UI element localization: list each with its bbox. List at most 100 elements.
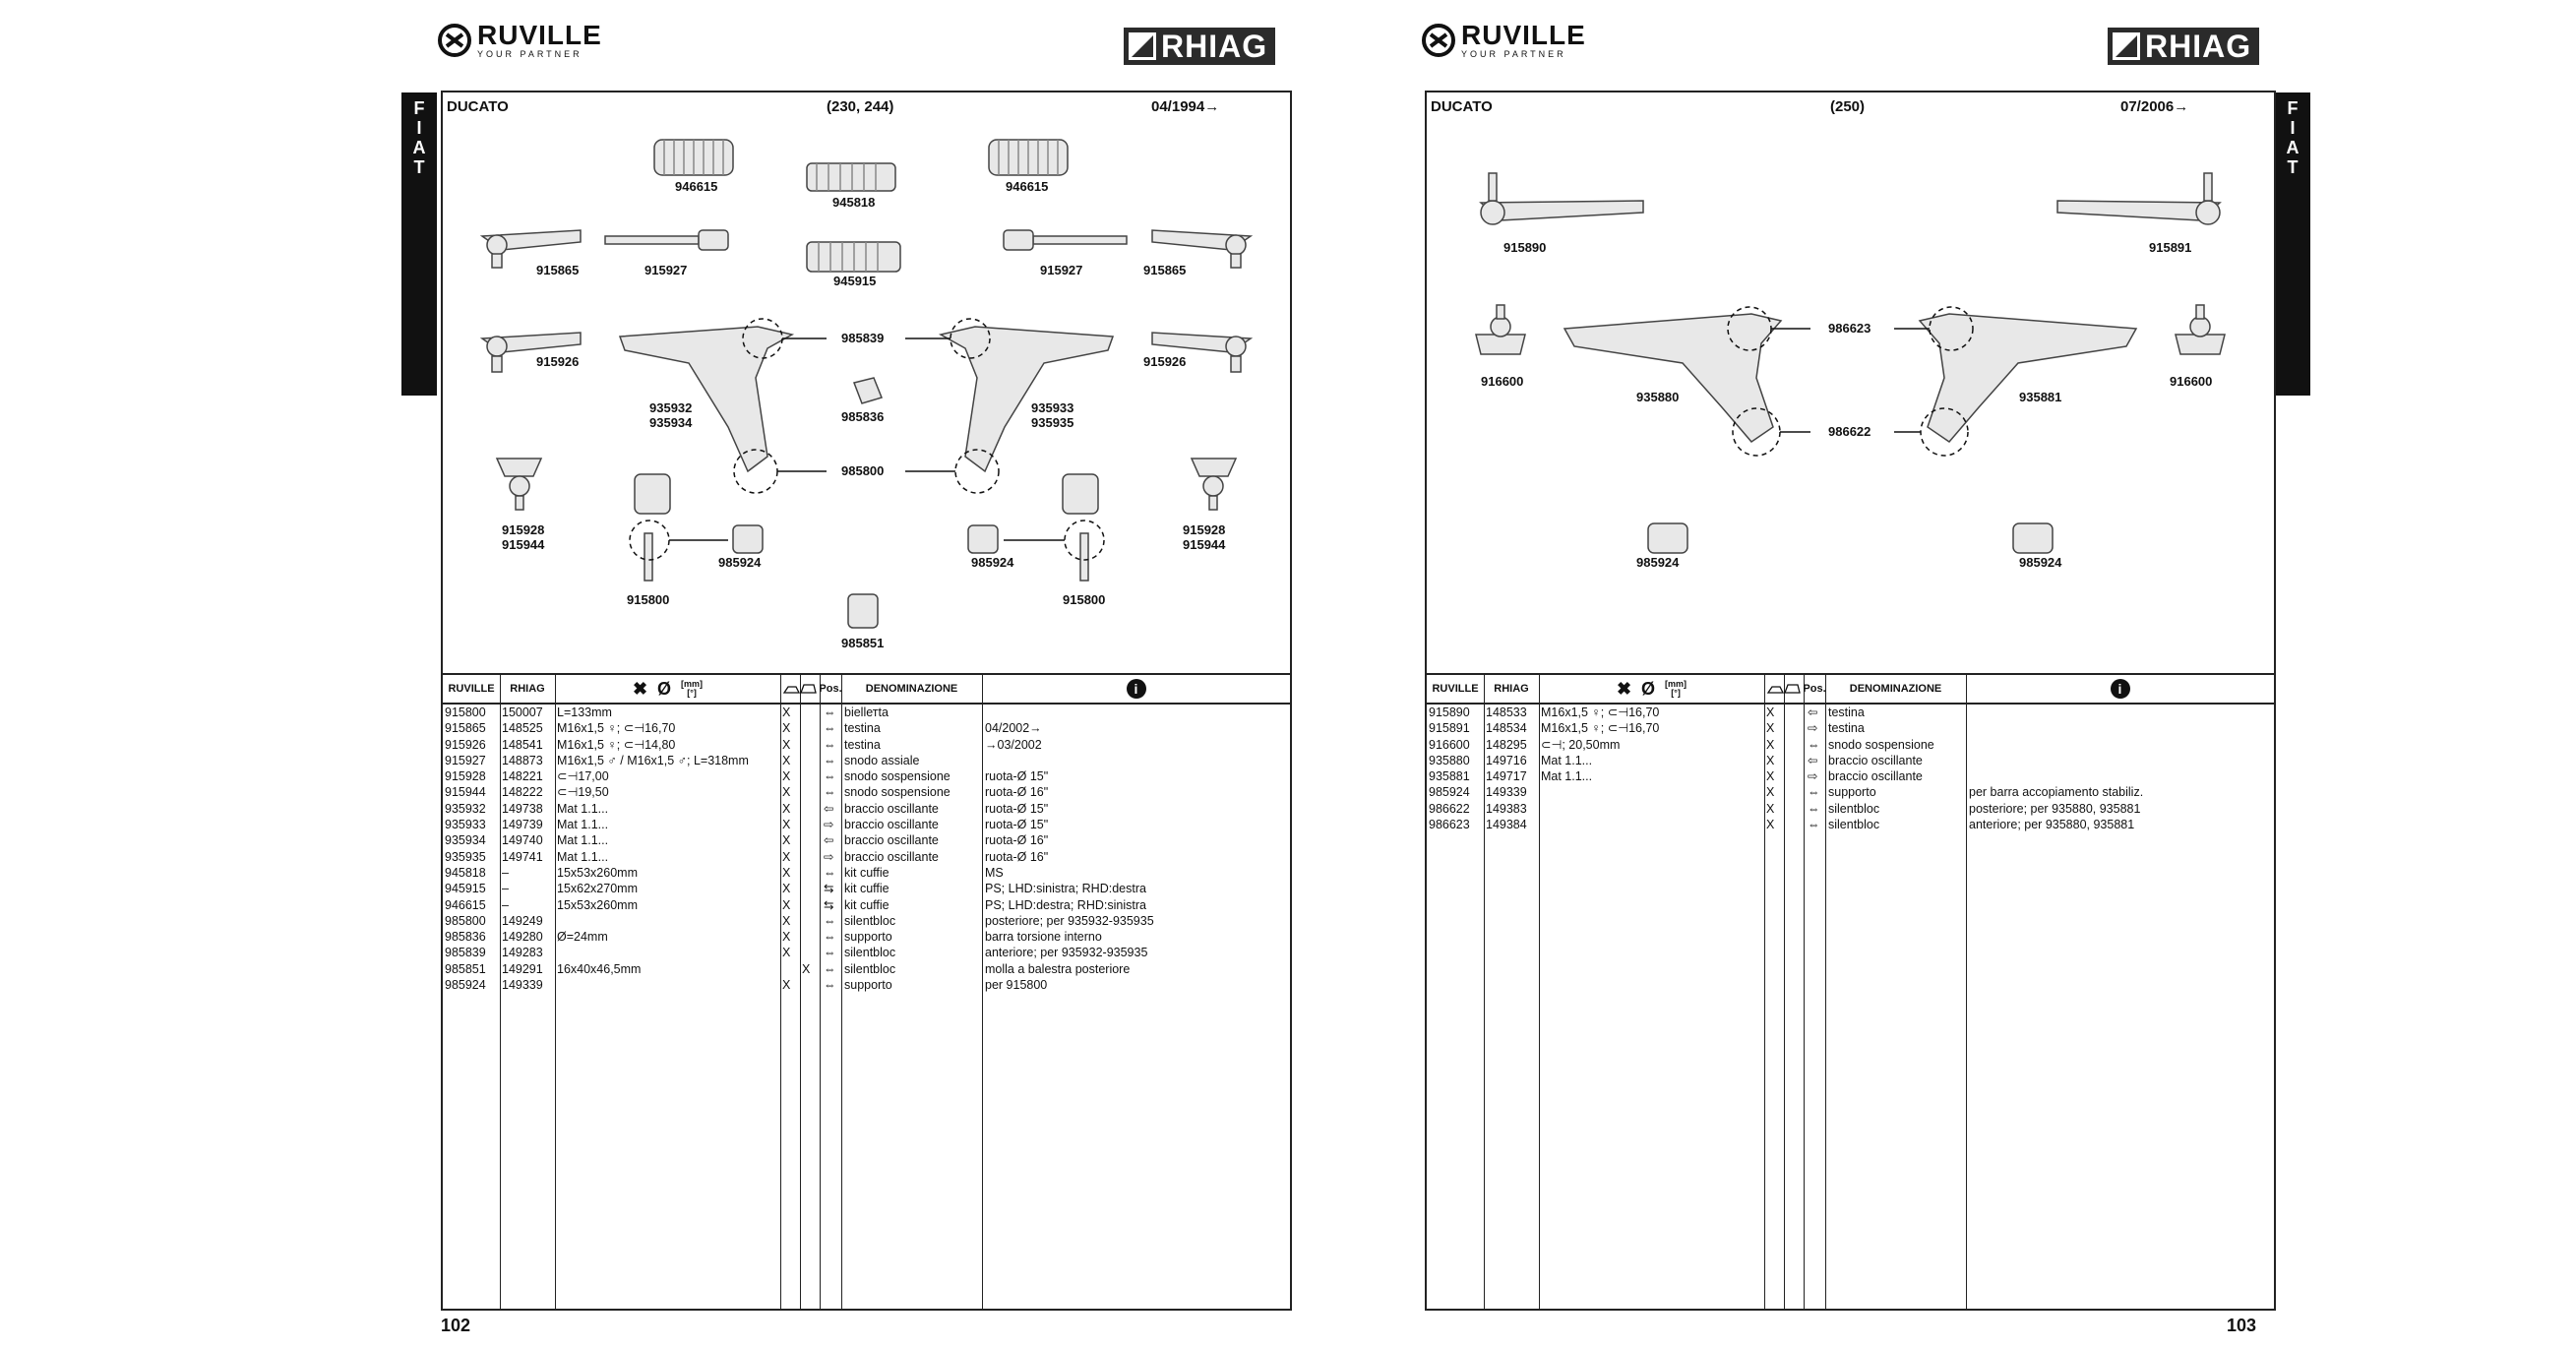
table-cell: supporto [1828, 785, 1876, 800]
support-985924-left [1647, 522, 1688, 554]
col-info: i [1966, 675, 2274, 703]
table-cell: X [782, 737, 791, 752]
table-cell: kit cuffie [844, 882, 889, 896]
table-cell: snodo sospensione [844, 785, 951, 800]
col-denominazione: DENOMINAZIONE [1849, 683, 1942, 695]
callout-label: 985800 [841, 463, 885, 478]
vehicle-type-icon [782, 684, 817, 694]
table-cell: X [1766, 737, 1775, 752]
table-cell: X [1766, 785, 1775, 800]
table-cell: – [502, 882, 509, 896]
support-985924-right [967, 524, 999, 554]
table-cell: Mat 1.1... [557, 833, 609, 848]
tie-rod-end-915890 [1479, 172, 1644, 225]
table-cell: ⇔ [1808, 737, 1820, 752]
table-cell: 148534 [1486, 721, 1527, 736]
table-cell: anteriore; per 935880, 935881 [1969, 818, 2135, 832]
unit-mm: [mm] [681, 679, 704, 689]
part-label: 915926 [536, 354, 580, 369]
table-cell: X [1766, 818, 1775, 832]
table-cell: X [782, 769, 791, 784]
diameter-icon: Ø [657, 678, 672, 699]
table-cell: X [782, 849, 791, 864]
left-catalog-page: RUVILLE YOUR PARTNER RHIAG F I A T DUCAT… [401, 0, 1397, 1349]
table-cell: kit cuffie [844, 865, 889, 880]
table-cell: snodo sospensione [844, 769, 951, 784]
tie-rod-end-915926-left [479, 332, 582, 373]
table-cell: 935932 [445, 801, 486, 816]
part-label: 985924 [2019, 555, 2062, 570]
table-cell: silentbloc [844, 913, 896, 928]
table-cell: ⇔ [824, 721, 836, 736]
parts-drawing [1475, 172, 2226, 554]
wrench-icon: ✖ [1616, 678, 1632, 699]
table-cell: 985839 [445, 946, 486, 960]
part-label: 915927 [644, 263, 688, 277]
table-cell: silentbloc [844, 961, 896, 976]
table-cell: 149280 [502, 930, 543, 945]
col-info: i [982, 675, 1290, 703]
boot-945915 [806, 241, 901, 273]
table-cell: 915944 [445, 785, 486, 800]
table-cell: 15x53x260mm [557, 865, 638, 880]
part-label: 985924 [971, 555, 1014, 570]
parts-diagram: DUCATO (250) 07/2006→ [1427, 92, 2274, 673]
link-915800-left [644, 532, 653, 582]
part-label: 946615 [675, 179, 718, 194]
table-cell: ⇆ [824, 882, 834, 896]
part-label: 916600 [1481, 374, 1524, 389]
table-cell: braccio oscillante [844, 833, 939, 848]
part-label: 985924 [1636, 555, 1680, 570]
ruville-logo: RUVILLE YOUR PARTNER [1422, 22, 1586, 59]
support-985924-right [2012, 522, 2054, 554]
table-cell: braccio oscillante [1828, 769, 1923, 784]
table-cell: biellетta [844, 705, 889, 719]
ball-joint-915928-left [495, 458, 543, 511]
table-cell: ⇨ [824, 849, 834, 864]
side-tab-letter: A [2286, 138, 2300, 157]
table-cell: ⇨ [1808, 769, 1818, 784]
side-tab-letter: T [2287, 157, 2299, 177]
unit-degree: [°] [687, 688, 697, 698]
table-cell: ⊂⊣17,00 [557, 769, 609, 784]
table-cell: ⇦ [1808, 753, 1818, 767]
table-cell: 915928 [445, 769, 486, 784]
callout-circle [1929, 306, 1974, 351]
table-cell: ⇔ [824, 753, 836, 767]
table-cell: 149738 [502, 801, 543, 816]
col-ruville: RUVILLE [1432, 683, 1479, 695]
rhiag-name: RHIAG [1161, 28, 1268, 64]
table-cell: posteriore; per 935880, 935881 [1969, 801, 2141, 816]
table-cell: X [782, 721, 791, 736]
page-number: 102 [441, 1316, 471, 1335]
table-cell: ⇦ [824, 801, 834, 816]
table-cell: 148541 [502, 737, 543, 752]
table-cell: 149741 [502, 849, 543, 864]
brand-side-tab: F I A T [401, 92, 437, 396]
part-label: 915891 [2149, 240, 2192, 255]
table-cell: 985836 [445, 930, 486, 945]
support-985836 [852, 377, 884, 404]
table-cell: 148222 [502, 785, 543, 800]
ruville-logo: RUVILLE YOUR PARTNER [438, 22, 602, 59]
part-label: 985851 [841, 636, 885, 650]
vehicle-date: 04/1994→ [1151, 98, 1220, 115]
axial-joint-915927-left [604, 229, 729, 251]
catalog-frame: DUCATO (230, 244) 04/1994→ [441, 91, 1292, 1311]
col-denominazione: DENOMINAZIONE [865, 683, 958, 695]
table-cell: X [1766, 705, 1775, 719]
bush-985851 [847, 593, 879, 629]
table-cell: X [782, 913, 791, 928]
